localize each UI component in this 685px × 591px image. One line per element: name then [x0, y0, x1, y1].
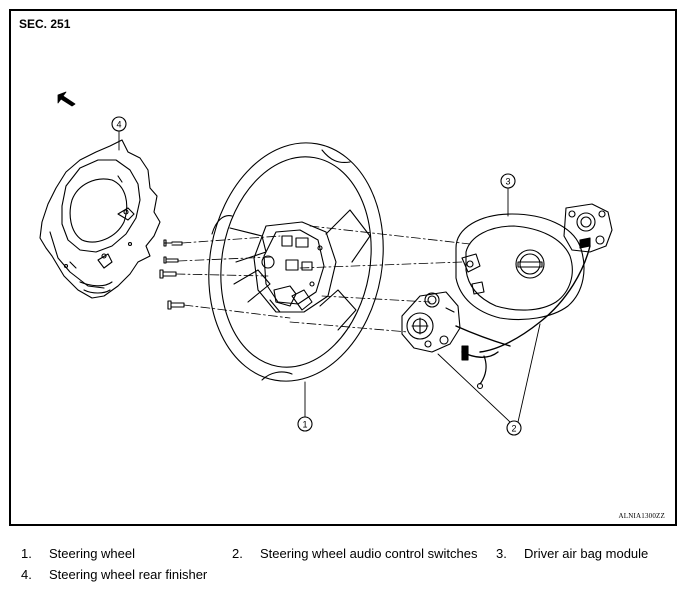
svg-text:2: 2: [511, 424, 516, 434]
callout-marker-4: 4: [111, 116, 127, 132]
section-label: SEC. 251: [19, 17, 71, 31]
svg-text:3: 3: [505, 177, 510, 187]
callout-marker-2: 2: [506, 420, 522, 436]
audio-switches-part: [401, 291, 511, 390]
svg-text:1: 1: [302, 420, 307, 430]
svg-text:4: 4: [116, 120, 121, 130]
callout-leaders: [118, 130, 541, 423]
legend-label: Steering wheel audio control switches: [260, 546, 478, 561]
steering-wheel-part: [208, 142, 384, 382]
diagram-frame: SEC. 251 ALNIA1300ZZ: [9, 9, 677, 526]
front-arrow-icon: [57, 91, 76, 107]
leader-lines: [175, 225, 471, 333]
image-code: ALNIA1300ZZ: [618, 512, 665, 520]
callout-marker-1: 1: [297, 416, 313, 432]
legend-number: 2.: [232, 546, 243, 561]
legend-number: 4.: [21, 567, 32, 582]
airbag-module-part: [455, 203, 613, 353]
legend-number: 3.: [496, 546, 507, 561]
legend-label: Driver air bag module: [524, 546, 649, 561]
rear-finisher-part: [39, 139, 161, 299]
legend-number: 1.: [21, 546, 32, 561]
screws: [159, 239, 185, 310]
legend-label: Steering wheel: [49, 546, 135, 561]
legend-label: Steering wheel rear finisher: [49, 567, 208, 582]
callout-marker-3: 3: [500, 173, 516, 189]
